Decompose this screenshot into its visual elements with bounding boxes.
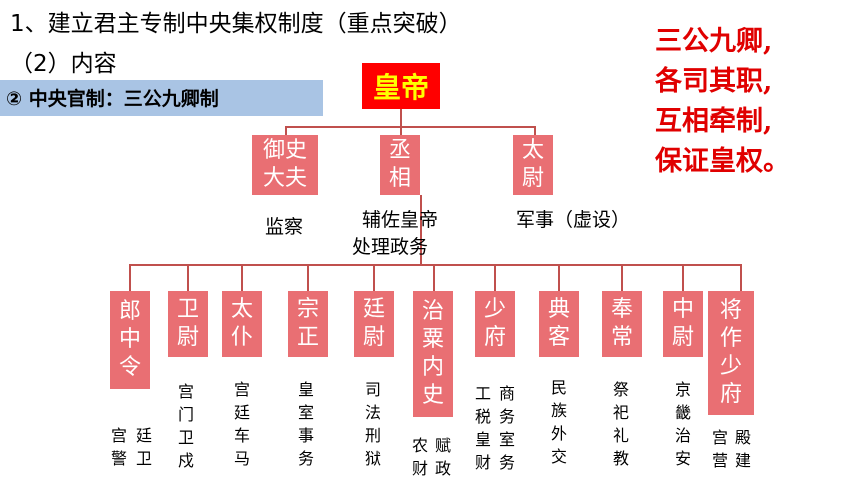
minister-name-char: 宗: [296, 297, 319, 322]
duty-chancellor-line: 辅佐皇帝: [362, 209, 439, 231]
slogan-line: 三公九卿,: [655, 26, 773, 57]
minister-name-char: 典: [547, 297, 570, 322]
slogan-line: 互相牵制,: [655, 106, 773, 137]
minister-name-char: 粟: [421, 327, 444, 352]
duty-chancellor-line: 处理政务: [352, 236, 429, 258]
page-title: 1、建立君主专制中央集权制度（重点突破）: [10, 11, 462, 37]
duty-column: 民族外交: [550, 378, 567, 466]
minister-name-char: 府: [483, 325, 506, 350]
minister-name-char: 常: [610, 325, 633, 350]
minister-name-char: 作: [719, 326, 742, 351]
duty-column: 京畿治安: [674, 380, 691, 468]
duty-column: 工税皇财: [474, 384, 491, 472]
minister-name-char: 少: [719, 354, 742, 379]
duty-column: 商务室务: [498, 384, 515, 472]
minister-name-char: 府: [719, 382, 742, 407]
minister-name-char: 中: [671, 297, 694, 322]
section-label: ② 中央官制：三公九卿制: [6, 88, 219, 110]
minister-name-char: 史: [421, 383, 444, 408]
minister-box-zhisuneishi: 治 粟 内 史: [413, 291, 453, 417]
connector-minister-7: [494, 264, 496, 292]
minister-box-tingwei: 廷 尉: [354, 291, 394, 357]
minister-name-char: 中: [118, 327, 141, 352]
minister-box-zongzheng: 宗 正: [288, 291, 328, 357]
minister-name-char: 太: [230, 297, 253, 322]
excellency-commandant: 太 尉: [513, 135, 553, 195]
slogan: 三公九卿, 各司其职, 互相牵制, 保证皇权。: [655, 22, 830, 182]
duty-censor: 监察: [265, 216, 304, 238]
duty-commandant: 军事（虚设）: [516, 209, 631, 231]
connector-chancellor: [400, 126, 402, 136]
connector-minister-11: [740, 264, 742, 292]
minister-name-char: 尉: [671, 325, 694, 350]
minister-box-shaofu: 少 府: [475, 291, 515, 357]
minister-name-char: 客: [547, 325, 570, 350]
minister-box-fengchang: 奉 常: [602, 291, 642, 357]
connector-minister-4: [307, 264, 309, 292]
minister-name-char: 令: [118, 355, 141, 380]
excellency-name-line: 御史: [262, 138, 307, 163]
minister-name-char: 仆: [230, 325, 253, 350]
connector-minister-5: [373, 264, 375, 292]
minister-name-char: 卫: [176, 297, 199, 322]
duty-column: 祭祀礼教: [612, 380, 629, 468]
minister-name-char: 将: [719, 298, 742, 323]
duty-column: 皇室事务: [297, 380, 314, 468]
duty-column: 司法刑狱: [364, 380, 381, 468]
minister-name-char: 尉: [362, 325, 385, 350]
duty-column: 宫廷车马: [233, 380, 250, 468]
minister-box-weiwei: 卫 尉: [168, 291, 208, 357]
duty-column: 殿建: [734, 428, 751, 470]
duty-column: 宫警: [110, 426, 127, 468]
minister-box-langzhongling: 郎 中 令: [110, 291, 150, 389]
section-banner: [0, 80, 323, 116]
excellency-name-line: 相: [388, 166, 411, 191]
connector-minister-10: [682, 264, 684, 292]
minister-name-char: 少: [483, 297, 506, 322]
excellency-name-line: 大夫: [262, 166, 307, 191]
emperor-box: 皇帝: [362, 63, 440, 109]
minister-name-char: 奉: [610, 297, 633, 322]
connector-censor: [285, 126, 287, 136]
minister-box-zhongwei: 中 尉: [663, 291, 703, 357]
connector-minister-8: [558, 264, 560, 292]
excellency-chancellor: 丞 相: [380, 135, 420, 195]
excellency-name-line: 太: [521, 138, 544, 163]
connector-minister-6: [433, 264, 435, 292]
connector-minister-3: [241, 264, 243, 292]
slogan-line: 保证皇权。: [655, 146, 790, 177]
slogan-line: 各司其职,: [655, 66, 773, 97]
connector-minister-2: [187, 264, 189, 292]
excellency-censor: 御史 大夫: [252, 135, 318, 195]
connector-chancellor-down: [420, 195, 422, 265]
excellency-name-line: 尉: [521, 166, 544, 191]
duty-column: 宫营: [711, 428, 728, 470]
page-subtitle: （2）内容: [10, 51, 117, 77]
minister-name-char: 治: [421, 299, 444, 324]
minister-box-dianke: 典 客: [539, 291, 579, 357]
minister-name-char: 尉: [176, 325, 199, 350]
minister-box-jiangzuoshaofu: 将 作 少 府: [708, 291, 754, 415]
minister-name-char: 廷: [362, 297, 385, 322]
minister-name-char: 正: [296, 325, 319, 350]
connector-minister-9: [621, 264, 623, 292]
duty-column: 农财: [411, 436, 428, 478]
excellency-name-line: 丞: [388, 138, 411, 163]
connector-emperor-down: [400, 109, 402, 127]
connector-minister-1: [129, 264, 131, 292]
connector-commandant: [534, 126, 536, 136]
duty-column: 宫门卫戍: [177, 382, 194, 470]
connector-excellencies-bar: [285, 126, 535, 128]
minister-name-char: 内: [421, 355, 444, 380]
connector-ministers-bar: [129, 264, 741, 266]
minister-box-taipu: 太 仆: [222, 291, 262, 357]
duty-column: 廷卫: [135, 426, 152, 468]
duty-column: 赋政: [434, 436, 451, 478]
minister-name-char: 郎: [118, 299, 141, 324]
